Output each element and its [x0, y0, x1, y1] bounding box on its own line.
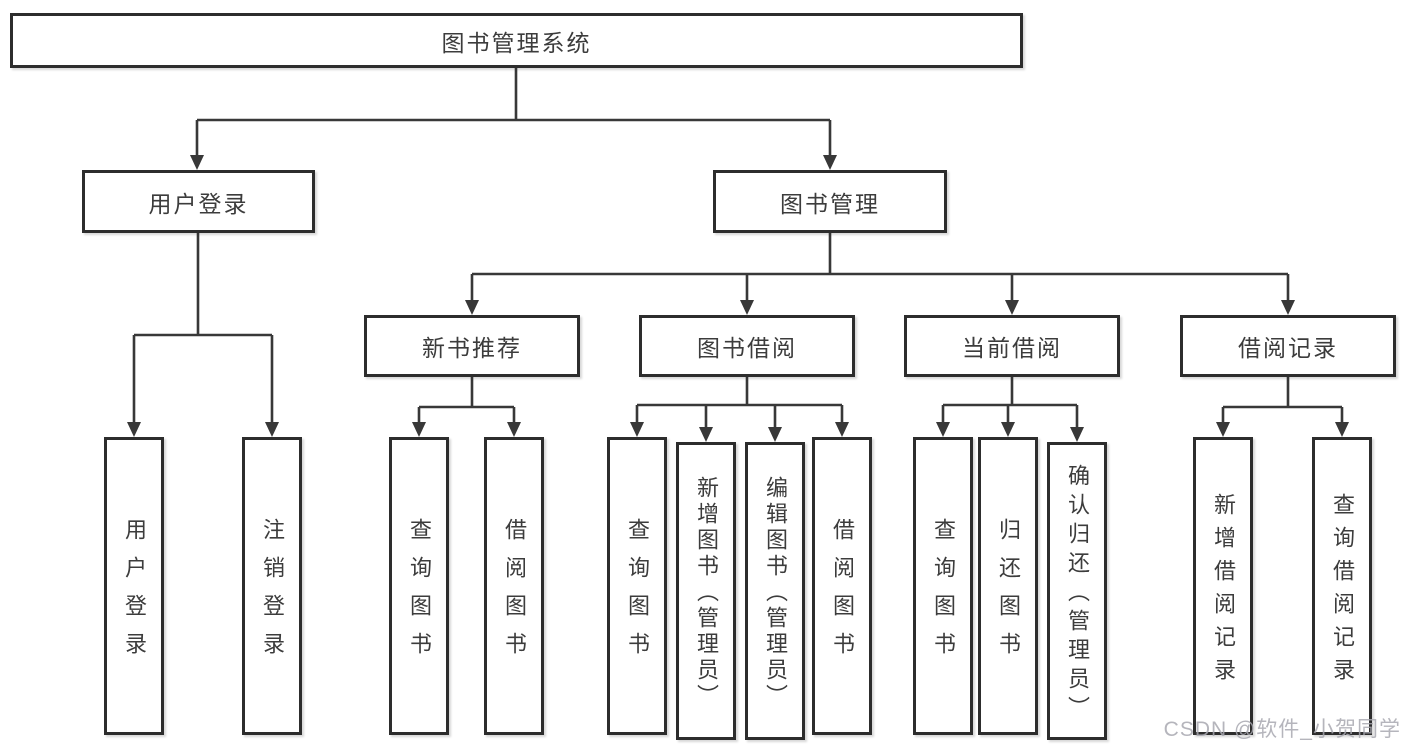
arrowhead: [265, 422, 279, 437]
leaf-add-books-admin: 新增图书（管理员）: [676, 442, 736, 740]
leaf-label: 查询图书: [625, 518, 650, 670]
connector-book-mgmt-to-level3: [465, 233, 1295, 315]
leaf-label: 用户登录: [122, 518, 147, 670]
leaf-add-borrow-record: 新增借阅记录: [1193, 437, 1253, 735]
leaf-label: 借阅图书: [830, 518, 855, 670]
node-user-login: 用户登录: [82, 170, 315, 233]
arrowhead: [1335, 422, 1349, 437]
leaf-edit-books-admin: 编辑图书（管理员）: [745, 442, 805, 740]
csdn-watermark: CSDN @软件_小贺同学: [1163, 718, 1401, 741]
connector-new-book-children: [412, 377, 521, 437]
arrowhead: [190, 155, 204, 170]
leaf-borrow-books-2: 借阅图书: [812, 437, 872, 735]
connector-current-borrow-children: [936, 377, 1084, 442]
node-root-system: 图书管理系统: [10, 13, 1023, 68]
arrowhead: [699, 427, 713, 442]
leaf-confirm-return-admin: 确认归还（管理员）: [1047, 442, 1107, 740]
arrowhead: [507, 422, 521, 437]
leaf-label: 查询借阅记录: [1330, 492, 1355, 691]
node-current-borrow: 当前借阅: [904, 315, 1120, 377]
leaf-label: 编辑图书（管理员）: [763, 476, 788, 710]
leaf-query-books-3: 查询图书: [913, 437, 973, 735]
arrowhead: [1005, 300, 1019, 315]
arrowhead: [823, 155, 837, 170]
arrowhead: [1281, 300, 1295, 315]
arrowhead: [1216, 422, 1230, 437]
arrowhead: [630, 422, 644, 437]
node-new-book-recommend: 新书推荐: [364, 315, 580, 377]
leaf-label: 查询图书: [931, 518, 956, 670]
leaf-user-login: 用户登录: [104, 437, 164, 735]
leaf-query-books-1: 查询图书: [389, 437, 449, 735]
arrowhead: [936, 422, 950, 437]
connector-user-login-children: [127, 233, 279, 437]
arrowhead: [412, 422, 426, 437]
leaf-logout: 注销登录: [242, 437, 302, 735]
leaf-label: 确认归还（管理员）: [1065, 464, 1090, 725]
leaf-label: 新增借阅记录: [1211, 492, 1236, 691]
arrowhead: [1001, 422, 1015, 437]
leaf-label: 查询图书: [407, 518, 432, 670]
leaf-label: 归还图书: [996, 518, 1021, 670]
arrowhead: [465, 300, 479, 315]
arrowhead: [740, 300, 754, 315]
arrowhead: [835, 422, 849, 437]
arrowhead: [768, 427, 782, 442]
node-borrow-records: 借阅记录: [1180, 315, 1396, 377]
leaf-query-books-2: 查询图书: [607, 437, 667, 735]
arrowhead: [1070, 427, 1084, 442]
node-book-management: 图书管理: [713, 170, 947, 233]
leaf-label: 新增图书（管理员）: [694, 476, 719, 710]
leaf-borrow-books-1: 借阅图书: [484, 437, 544, 735]
connector-root-to-level2: [190, 68, 837, 170]
arrowhead: [127, 422, 141, 437]
connector-book-borrow-children: [630, 377, 849, 442]
leaf-label: 注销登录: [260, 518, 285, 670]
leaf-label: 借阅图书: [502, 518, 527, 670]
leaf-return-books: 归还图书: [978, 437, 1038, 735]
node-book-borrow: 图书借阅: [639, 315, 855, 377]
leaf-query-borrow-record: 查询借阅记录: [1312, 437, 1372, 735]
connector-borrow-records-children: [1216, 377, 1349, 437]
